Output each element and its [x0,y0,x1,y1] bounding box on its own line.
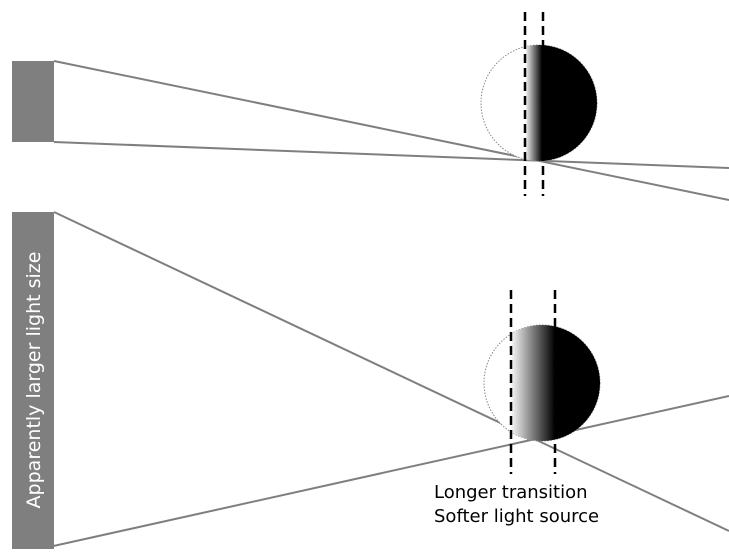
bottom-shadow-region [555,325,600,441]
bottom-diagram: Apparently larger light size Longer tran… [12,211,729,550]
large-light-source [12,212,54,549]
top-ray-lower [53,141,729,169]
small-light-source [12,61,54,142]
top-transition-gradient [525,45,542,161]
top-diagram [12,12,729,201]
caption-line-1: Longer transition [434,482,588,503]
bottom-ray-upper [53,211,729,532]
source-label: Apparently larger light size [23,252,45,509]
top-shadow-region [542,45,597,161]
bottom-sphere [483,324,601,442]
caption-line-2: Softer light source [434,506,599,527]
bottom-transition-gradient [510,325,555,441]
bottom-ray-lower [39,395,729,550]
top-sphere [480,44,598,162]
top-ray-upper [53,60,729,201]
